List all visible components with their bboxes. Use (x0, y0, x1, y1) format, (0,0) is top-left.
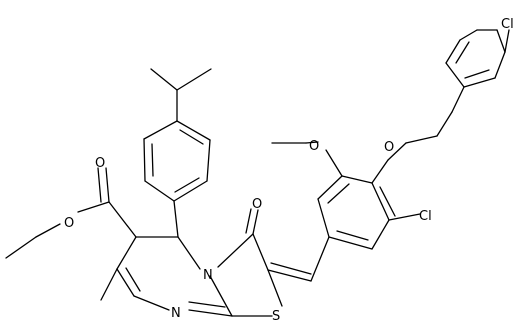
atom-s-ring: S (272, 309, 280, 324)
atom-o-ketone: O (252, 197, 262, 212)
atom-n-bridge: N (203, 268, 213, 283)
atom-o-methoxy: O (309, 139, 319, 154)
atom-labels: Cl O O Cl O O O N N S (64, 17, 514, 324)
atom-o-benzyl: O (384, 140, 394, 155)
atom-o-ester-carbonyl: O (95, 156, 105, 171)
atom-n-ring: N (171, 306, 181, 321)
bond-lines (5, 29, 510, 317)
atom-o-ester-ether: O (64, 216, 74, 231)
atom-cl-right: Cl (419, 209, 432, 224)
atom-cl-top: Cl (501, 17, 514, 32)
